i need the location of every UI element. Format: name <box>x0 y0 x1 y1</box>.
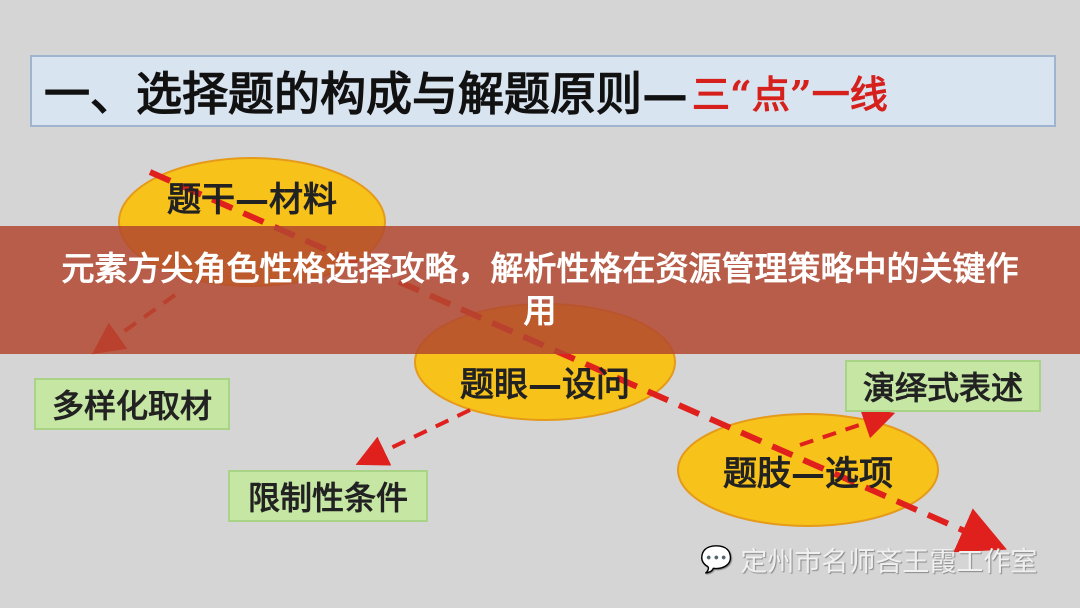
wechat-icon: 💬 <box>700 544 733 575</box>
arrow-to-box-2 <box>355 408 471 466</box>
title-main: 一、选择题的构成与解题原则— <box>44 67 688 121</box>
ellipse-options: 题肢—选项 <box>723 453 893 494</box>
box-diverse-materials: 多样化取材 <box>34 378 230 430</box>
ellipse-question: 题眼—设问 <box>460 364 630 405</box>
headline-text: 元素方尖角色性格选择攻略，解析性格在资源管理策略中的关键作用 <box>61 249 1019 330</box>
box-deductive-statement: 演绎式表述 <box>845 360 1041 412</box>
slide-title: 一、选择题的构成与解题原则—三“点”一线 <box>30 55 1056 127</box>
headline-banner: 元素方尖角色性格选择攻略，解析性格在资源管理策略中的关键作用 <box>0 226 1080 354</box>
box-restrictive-conditions: 限制性条件 <box>228 470 428 522</box>
title-highlight: 三“点”一线 <box>692 71 888 117</box>
ellipse-3-shape <box>677 413 939 527</box>
watermark: 💬定州市名师吝王霞工作室 <box>700 540 1037 579</box>
ellipse-stem: 题干—材料 <box>167 179 337 220</box>
watermark-text: 定州市名师吝王霞工作室 <box>740 547 1038 578</box>
